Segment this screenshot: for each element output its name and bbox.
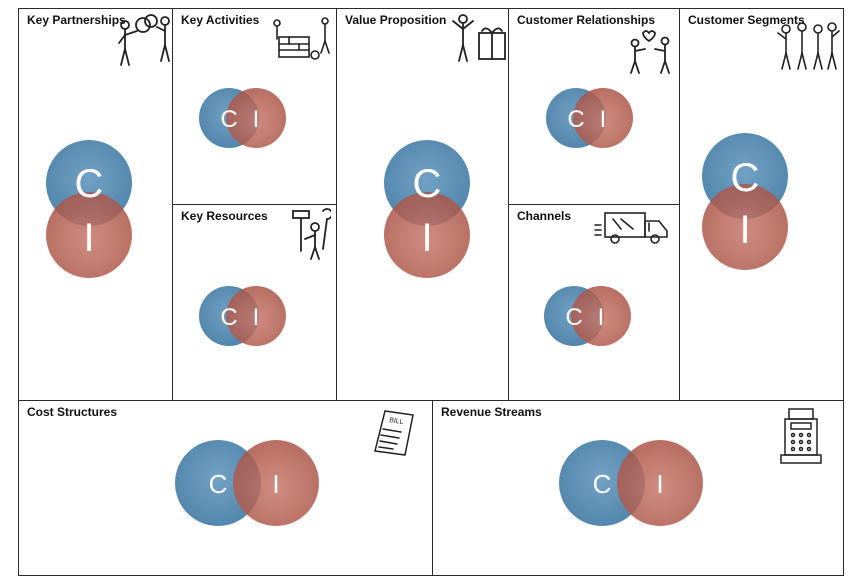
block-title: Cost Structures — [27, 405, 118, 419]
block-title: Value Proposition — [345, 13, 447, 27]
block-title: Customer Relationships — [517, 13, 656, 27]
venn-diagram: C I — [545, 87, 635, 149]
block-key-activities[interactable]: Key Activities C I — [172, 8, 337, 205]
block-value-proposition[interactable]: Value Proposition C I — [336, 8, 509, 401]
venn-label-c: C — [413, 162, 442, 206]
venn-label-c: C — [220, 304, 237, 331]
bill-icon: BILL — [371, 409, 417, 462]
venn-diagram: C I — [198, 87, 288, 149]
gift-presenter-icon — [451, 11, 509, 70]
venn-diagram: C I — [558, 439, 704, 527]
block-title: Key Resources — [181, 209, 268, 223]
block-title: Customer Segments — [688, 13, 805, 27]
venn-label-i: I — [83, 216, 94, 260]
venn-diagram: C I — [174, 439, 320, 527]
block-title: Revenue Streams — [441, 405, 542, 419]
block-title: Key Partnerships — [27, 13, 126, 27]
venn-label-i: I — [600, 106, 607, 133]
venn-label-c: C — [209, 469, 228, 499]
block-key-partnerships[interactable]: Key Partnerships C I — [18, 8, 173, 401]
venn-label-i: I — [272, 469, 279, 499]
venn-diagram: C I — [543, 285, 633, 347]
venn-label-c: C — [565, 304, 582, 331]
crowd-icon — [776, 19, 840, 76]
block-customer-relationships[interactable]: Customer Relationships C I — [508, 8, 680, 205]
venn-diagram: C I — [700, 131, 790, 271]
people-with-magnifier-icon — [115, 11, 175, 74]
venn-label-i: I — [739, 208, 750, 252]
block-title: Key Activities — [181, 13, 260, 27]
block-cost-structures[interactable]: Cost Structures BILL C I — [18, 400, 433, 576]
venn-label-i: I — [598, 304, 605, 331]
venn-label-c: C — [567, 106, 584, 133]
venn-label-i: I — [253, 304, 260, 331]
venn-diagram: C I — [198, 285, 288, 347]
svg-text:BILL: BILL — [389, 417, 404, 426]
building-wall-icon — [273, 15, 333, 66]
venn-label-c: C — [731, 156, 760, 200]
venn-label-c: C — [220, 106, 237, 133]
venn-label-i: I — [656, 469, 663, 499]
block-title: Channels — [517, 209, 572, 223]
block-key-resources[interactable]: Key Resources C I — [172, 204, 337, 401]
venn-label-i: I — [421, 216, 432, 260]
people-heart-icon — [627, 27, 673, 80]
block-channels[interactable]: Channels C I — [508, 204, 680, 401]
venn-diagram: C I — [382, 139, 472, 278]
tools-icon — [291, 207, 333, 266]
block-customer-segments[interactable]: Customer Segments C I — [679, 8, 844, 401]
venn-diagram: C I — [44, 139, 134, 278]
venn-label-i: I — [253, 106, 260, 133]
cash-register-icon — [779, 407, 825, 470]
block-revenue-streams[interactable]: Revenue Streams C I — [432, 400, 844, 576]
venn-label-c: C — [593, 469, 612, 499]
venn-label-c: C — [75, 162, 104, 206]
delivery-truck-icon — [593, 209, 669, 252]
